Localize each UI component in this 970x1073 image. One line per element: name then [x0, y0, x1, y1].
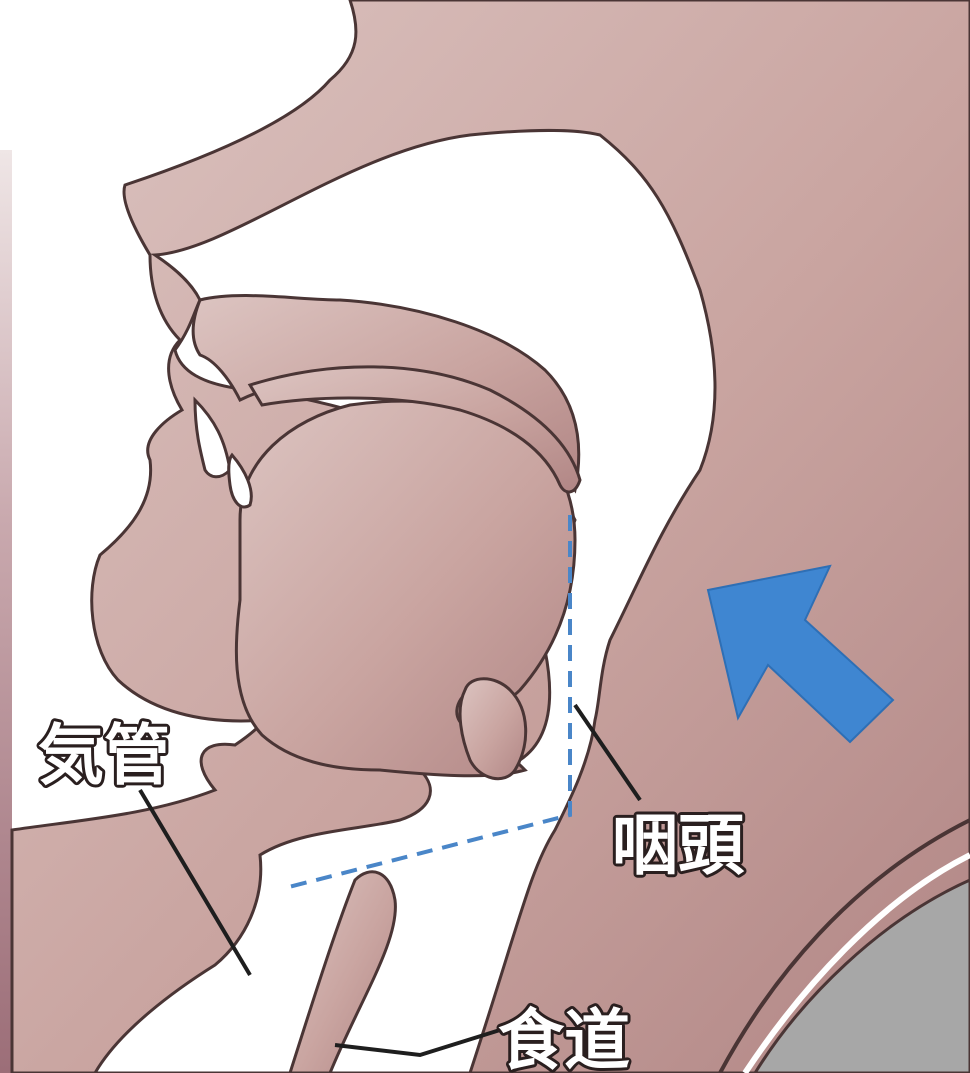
trachea-label: 気管 — [38, 717, 170, 794]
esophagus-label: 食道 — [498, 1002, 630, 1073]
left-edge-strip — [0, 150, 12, 1073]
pharynx-label: 咽頭 — [612, 807, 745, 884]
